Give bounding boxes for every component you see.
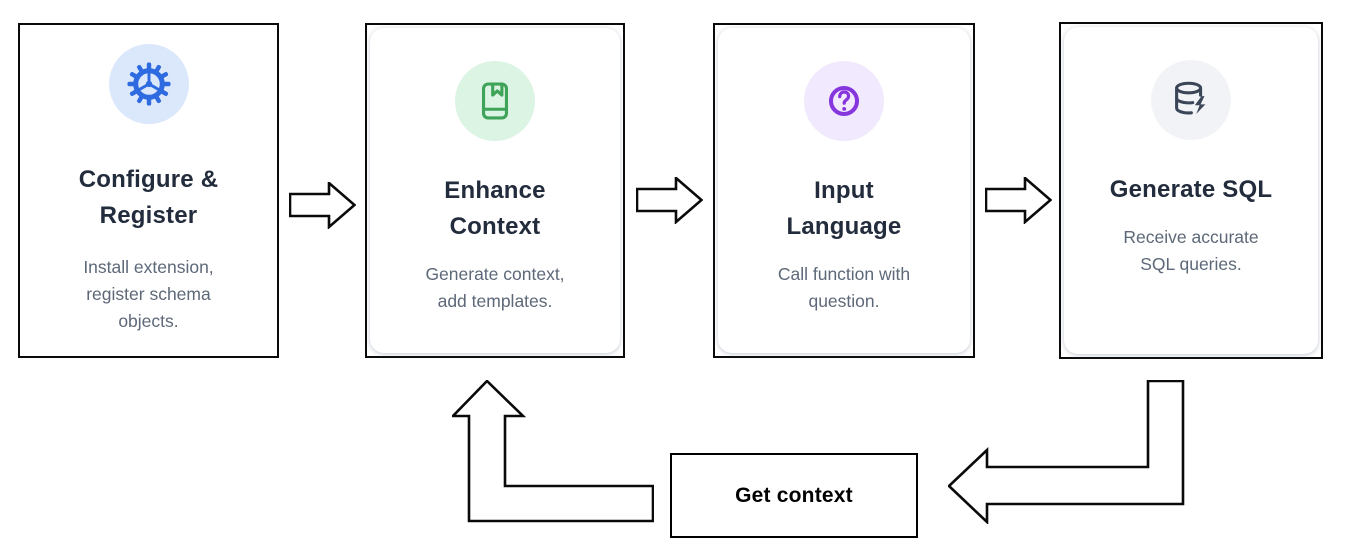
step-card-body: Configure & Register Install extension, … <box>23 28 274 353</box>
right-arrow-icon <box>985 177 1052 224</box>
bent-arrow-down-left-icon <box>948 380 1185 524</box>
step-description: Install extension, register schema objec… <box>83 257 214 332</box>
right-arrow-icon <box>289 182 356 229</box>
step-card-input-language: Input Language Call function with questi… <box>713 23 975 358</box>
gear-icon-circle <box>108 44 189 124</box>
step-card-configure-register: Configure & Register Install extension, … <box>18 23 279 358</box>
step-title: Configure & Register <box>78 166 219 229</box>
step-card-body: Generate SQL Receive accurate SQL querie… <box>1064 27 1318 354</box>
step-card-enhance-context: Enhance Context Generate context, add te… <box>365 23 625 358</box>
database-bolt-icon <box>1175 81 1206 115</box>
step-description: Generate context, add templates. <box>425 264 565 312</box>
bent-arrow-left-up-icon <box>452 380 654 523</box>
step-title: Input Language <box>786 177 902 240</box>
get-context-box: Get context <box>670 453 918 538</box>
step-card-body: Enhance Context Generate context, add te… <box>370 28 620 353</box>
question-icon <box>828 85 860 117</box>
book-icon <box>481 82 509 120</box>
step-description: Call function with question. <box>777 264 911 312</box>
gear-icon <box>126 62 171 106</box>
step-card-body: Input Language Call function with questi… <box>718 28 970 353</box>
book-icon-circle <box>455 61 535 141</box>
step-title: Generate SQL <box>1109 176 1273 203</box>
step-description: Receive accurate SQL queries. <box>1123 227 1259 275</box>
database-icon-circle <box>1151 60 1231 140</box>
right-arrow-icon <box>636 177 703 224</box>
get-context-label: Get context <box>735 483 853 507</box>
question-icon-circle <box>804 61 884 141</box>
step-title: Enhance Context <box>444 177 546 240</box>
step-card-generate-sql: Generate SQL Receive accurate SQL querie… <box>1059 22 1323 359</box>
